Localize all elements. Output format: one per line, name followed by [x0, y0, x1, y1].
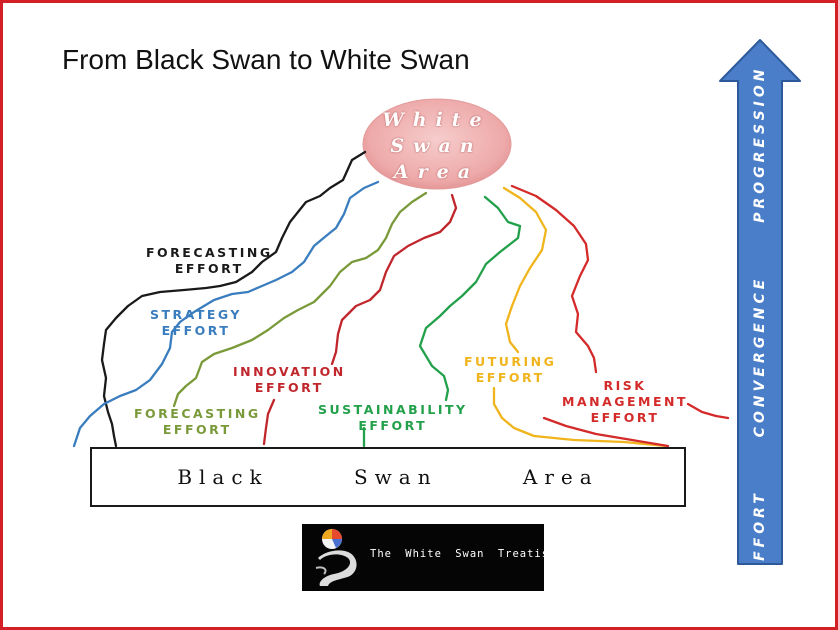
white-swan-area-label: White Swan Area	[363, 100, 510, 190]
white-swan-ellipse	[362, 98, 512, 190]
label-line: EFFORT	[358, 418, 428, 433]
futuring-effort-path	[492, 186, 668, 448]
white-swan-word-3: Area	[393, 161, 480, 183]
label-line: FORECASTING	[134, 406, 261, 421]
black-swan-word-3: Area	[522, 465, 599, 489]
label-line: EFFORT	[254, 380, 324, 395]
innovation-effort-label: INNOVATION EFFORT	[233, 364, 346, 396]
forecasting-effort-label-olive: FORECASTING EFFORT	[134, 406, 261, 438]
label-line: RISK	[603, 378, 647, 393]
risk-management-effort-label: RISK MANAGEMENT EFFORT	[562, 378, 688, 426]
label-line: EFFORT	[590, 410, 660, 425]
forecasting-effort-path-olive	[172, 191, 428, 408]
futuring-effort-label: FUTURING EFFORT	[464, 354, 556, 386]
treatise-logo-text: The White Swan Treatise	[370, 548, 557, 560]
progression-arrow	[719, 39, 801, 565]
innovation-effort-path	[262, 193, 458, 446]
black-swan-area-box: Black Swan Area	[90, 447, 686, 507]
risk-management-effort-path	[510, 184, 730, 448]
strategy-effort-label: STRATEGY EFFORT	[150, 307, 242, 339]
label-line: EFFORT	[161, 323, 231, 338]
label-line: EFFORT	[475, 370, 545, 385]
strategy-effort-path	[72, 180, 380, 448]
label-line: EFFORT	[162, 422, 232, 437]
label-line: FUTURING	[464, 354, 557, 369]
white-swan-word-2: Swan	[390, 135, 483, 157]
forecasting-effort-label-black: FORECASTING EFFORT	[146, 245, 273, 277]
label-line: MANAGEMENT	[562, 394, 689, 409]
progression-arrow-label: EFFORT CONVERGENCE PROGRESSION	[752, 65, 768, 575]
white-swan-treatise-logo: The White Swan Treatise	[302, 524, 555, 591]
forecasting-effort-path-black	[100, 150, 367, 448]
diagram-title: From Black Swan to White Swan	[62, 44, 470, 75]
label-line: STRATEGY	[150, 307, 242, 322]
label-line: EFFORT	[174, 261, 244, 276]
black-swan-word-1: Black	[177, 465, 269, 489]
white-swan-word-1: White	[382, 109, 491, 131]
label-line: SUSTAINABILITY	[318, 402, 468, 417]
swan-ball-logo-icon	[315, 529, 357, 586]
black-swan-word-2: Swan	[353, 465, 438, 489]
sustainability-effort-path	[362, 195, 522, 448]
label-line: INNOVATION	[233, 364, 346, 379]
label-line: FORECASTING	[146, 245, 273, 260]
sustainability-effort-label: SUSTAINABILITY EFFORT	[318, 402, 468, 434]
